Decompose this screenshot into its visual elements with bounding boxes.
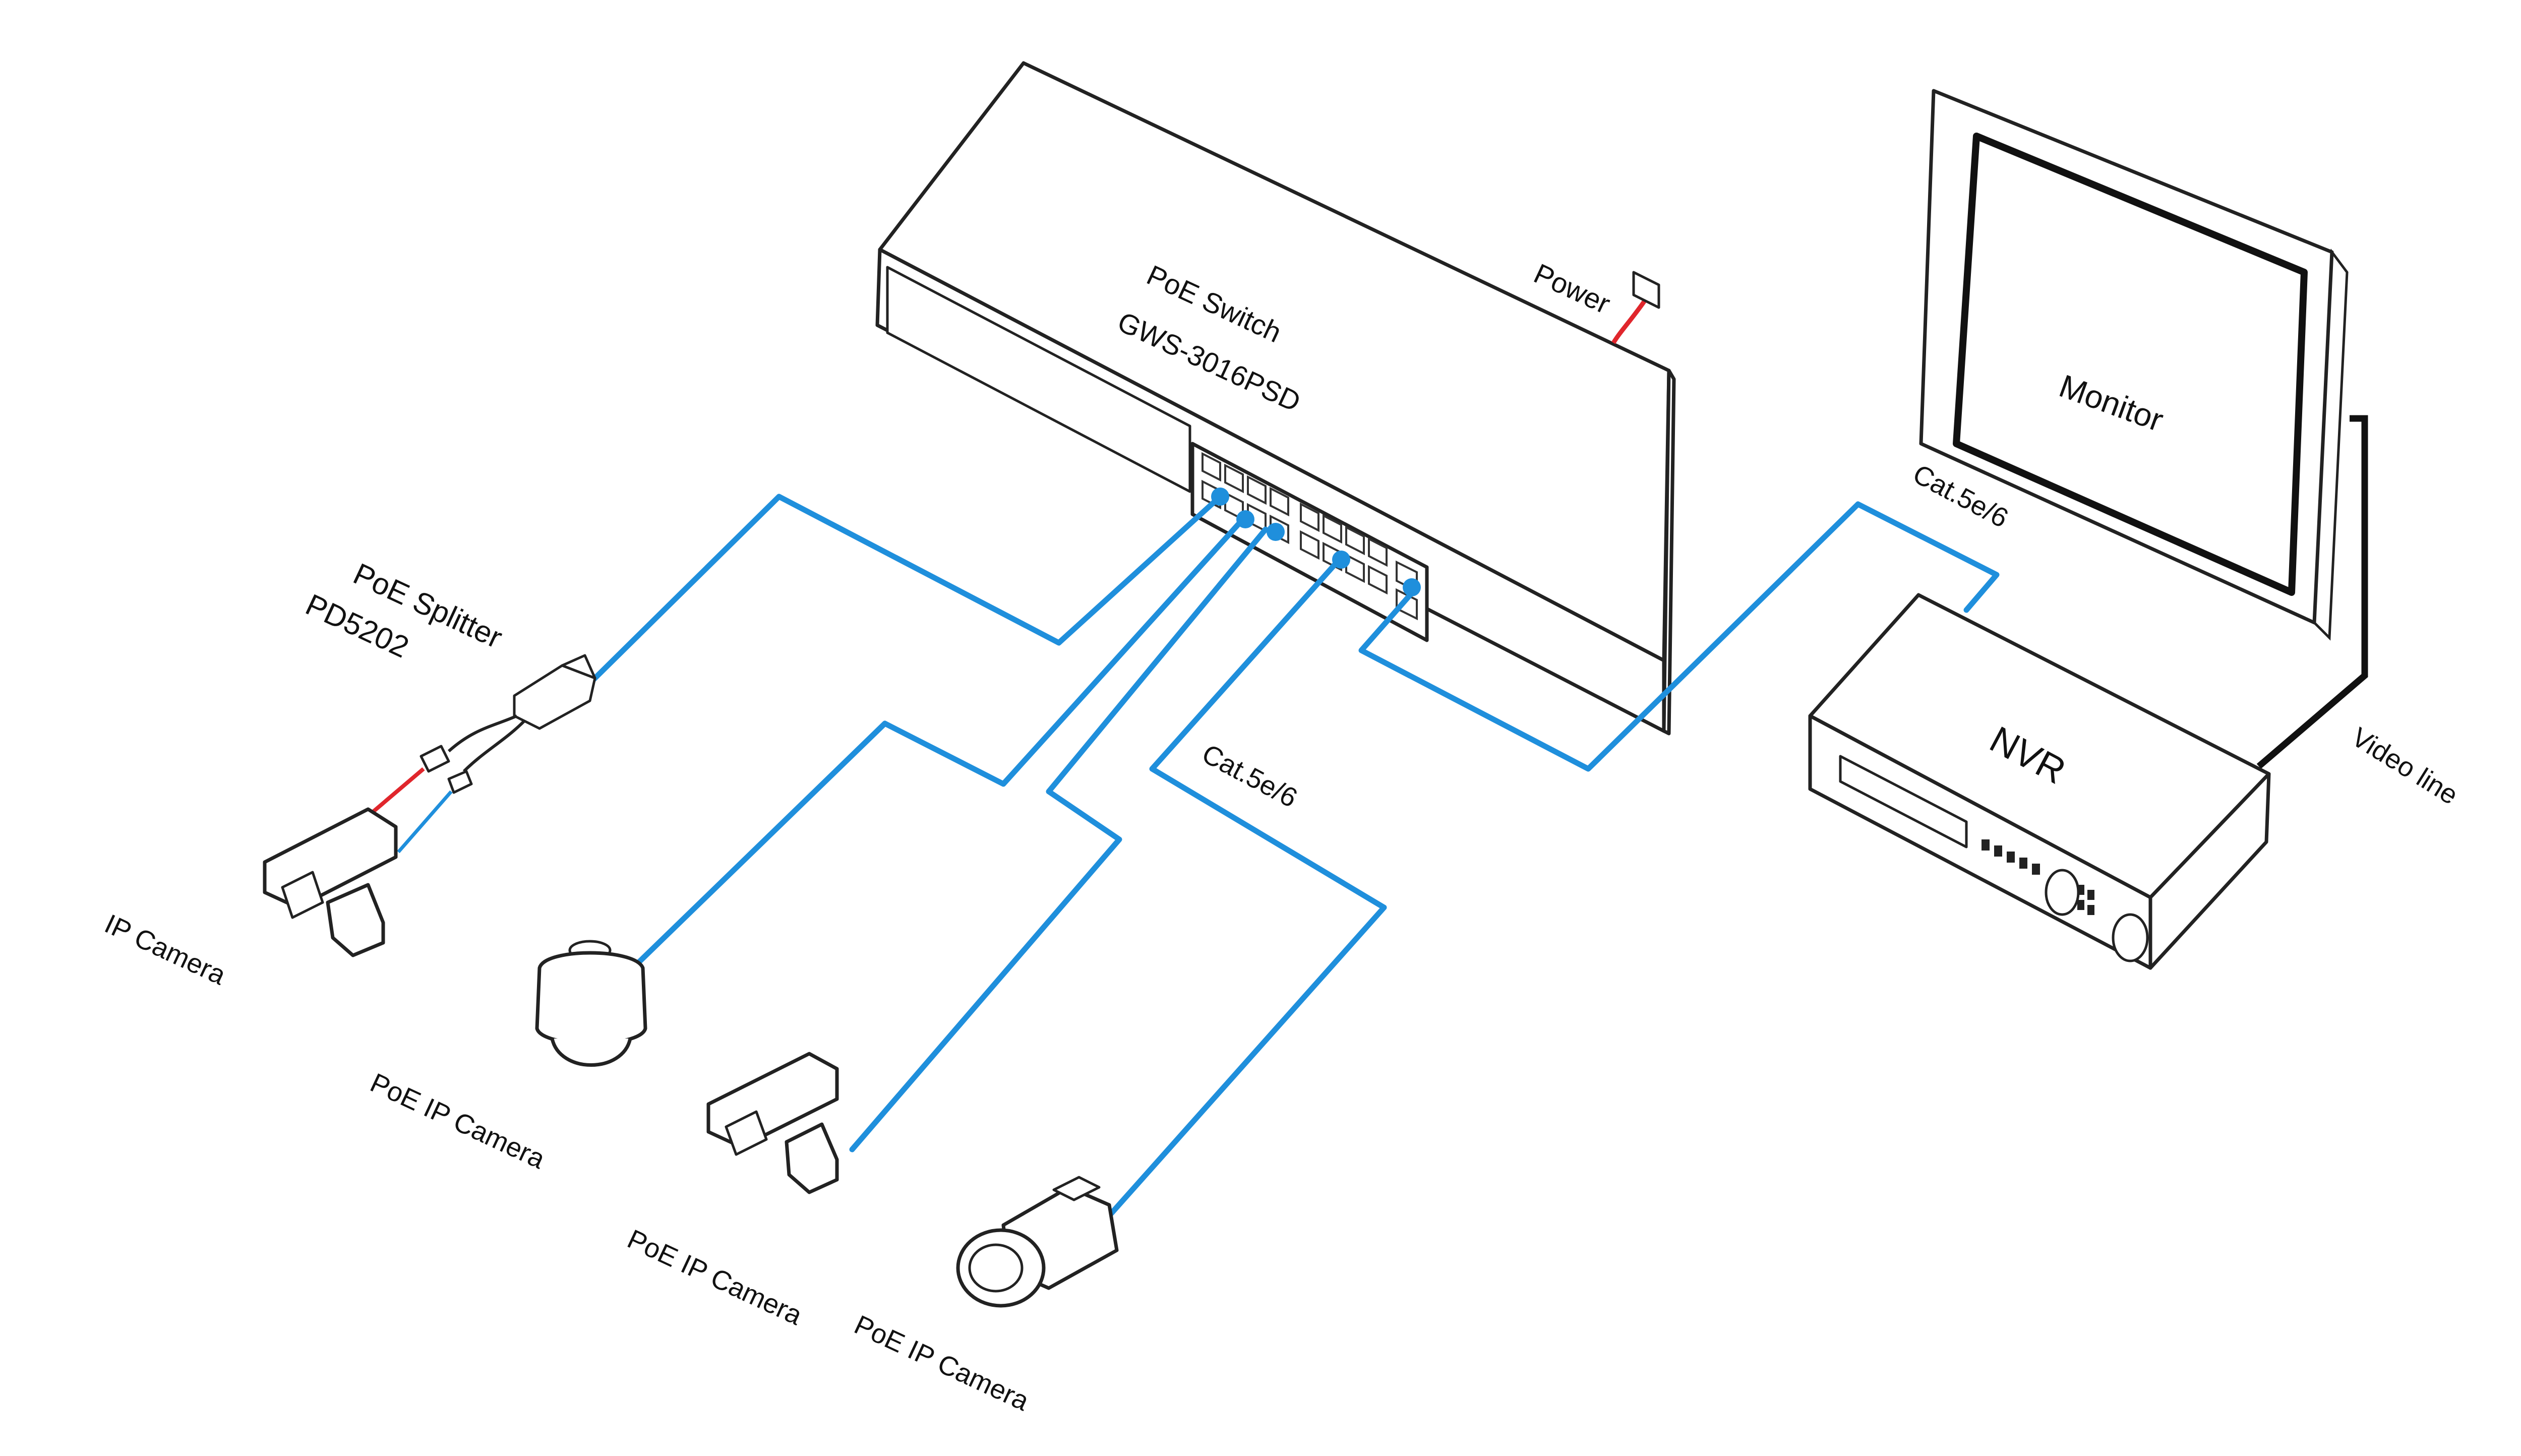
camera-label-1: IP Camera [100, 908, 230, 991]
poe-splitter: PoE Splitter PD5202 [301, 557, 596, 854]
cable-switch-to-dome-camera [627, 516, 1246, 974]
port-connector-4 [1332, 551, 1350, 569]
port-connector-3 [1267, 523, 1285, 541]
camera-label-2: PoE IP Camera [366, 1067, 550, 1175]
camera-mount [785, 1122, 839, 1194]
network-cables [587, 488, 2000, 1236]
poe-switch: PoE Switch GWS-3016PSD [875, 61, 1676, 736]
splitter-power-cable [372, 767, 425, 814]
power-outlet-icon [1632, 271, 1660, 309]
splitter-dc-lead [447, 714, 518, 753]
dome-lens [550, 1038, 632, 1067]
nvr-buttons [1982, 839, 2094, 915]
poe-ip-camera-dome [535, 940, 647, 1067]
camera-mount [326, 883, 385, 957]
video-line-cable [2256, 415, 2368, 769]
video-line-label: Video line [2346, 722, 2463, 811]
switch-ports [1202, 452, 1418, 621]
camera-front [281, 871, 324, 919]
monitor: Monitor [1919, 89, 2349, 641]
monitor-screen [1953, 133, 2308, 596]
splitter-dc-plug [419, 745, 450, 773]
bullet-shade [1052, 1176, 1101, 1201]
camera-front [725, 1110, 768, 1156]
splitter-data-cable [397, 790, 453, 854]
nvr-side-face [2148, 772, 2271, 970]
dome-body [535, 951, 647, 1046]
ip-camera-box [263, 807, 398, 957]
cable-switch-to-splitter [587, 494, 1223, 686]
switch-side-face [1662, 369, 1676, 736]
camera-label-3: PoE IP Camera [623, 1224, 807, 1331]
nvr-power-button [2112, 913, 2149, 962]
splitter-rj45-plug [447, 770, 473, 794]
port-connector-5 [1403, 578, 1421, 596]
poe-ip-camera-box [706, 1052, 839, 1194]
cable-switch-to-nvr [1358, 501, 2000, 772]
nvr: NVR [1808, 593, 2271, 970]
nvr-drive-slot [1839, 755, 1968, 848]
switch-front-panel [886, 266, 1191, 493]
camera-label-4: PoE IP Camera [850, 1309, 1034, 1417]
splitter-body [513, 664, 596, 730]
splitter-rj45-jack [561, 654, 596, 680]
nvr-jog-dial [2045, 869, 2080, 916]
monitor-side [2313, 248, 2349, 641]
power-cable [1611, 293, 1651, 344]
bullet-lens [968, 1243, 1024, 1293]
port-connector-1 [1211, 488, 1229, 506]
port-connector-2 [1236, 510, 1254, 528]
cable-switch-to-box-camera [849, 526, 1269, 1152]
poe-ip-camera-bullet [956, 1176, 1119, 1308]
cable-switch-to-bullet-camera [1091, 552, 1387, 1236]
splitter-data-lead [462, 719, 526, 773]
